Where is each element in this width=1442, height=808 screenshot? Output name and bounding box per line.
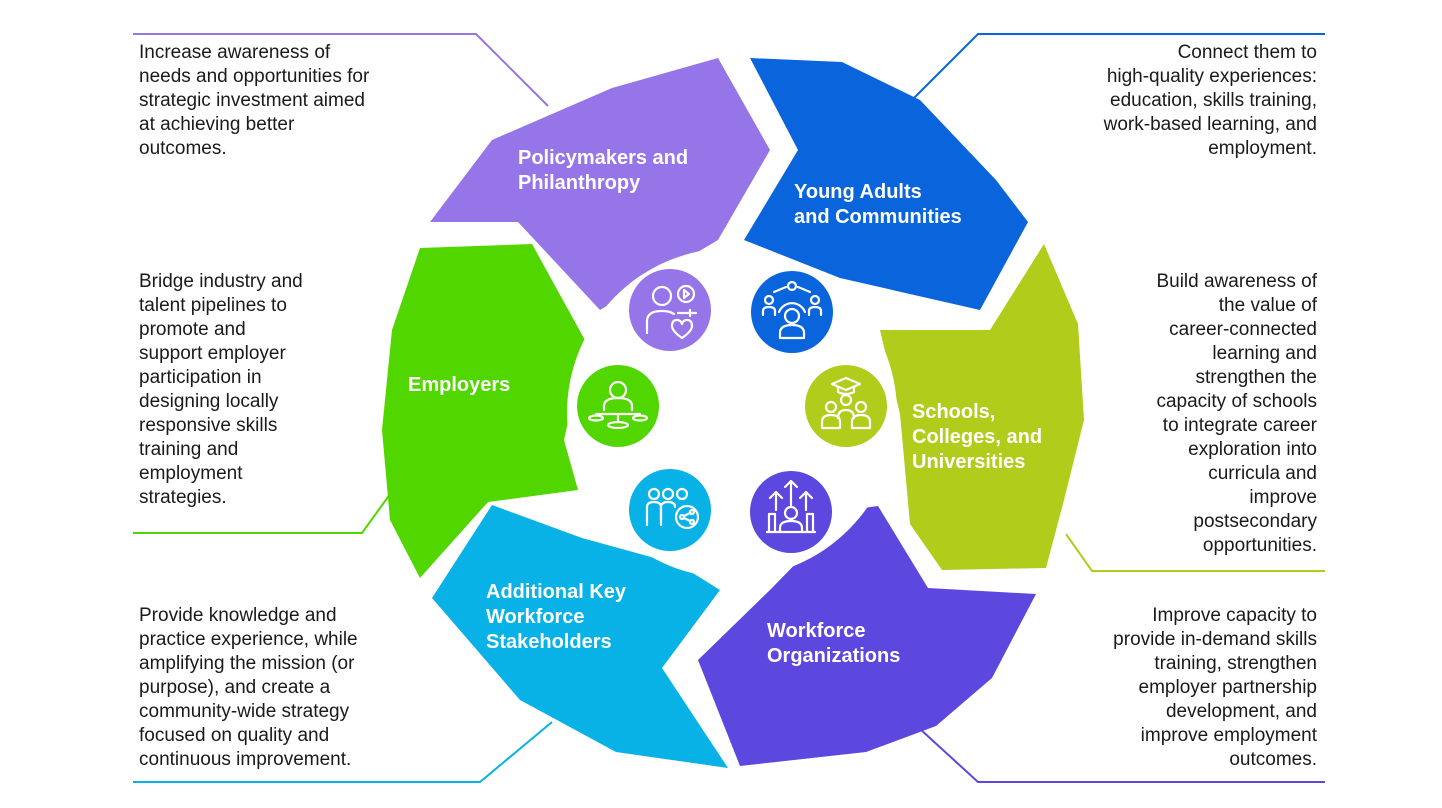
label-workforce-line1: Workforce [767,620,866,642]
label-employers-line1: Employers [408,374,510,396]
label-schools-line2: Colleges, and [912,426,1042,448]
growth-arrows-person-icon [750,471,832,553]
description-young-adults: Connect them to high-quality experiences… [1103,42,1317,159]
community-network-icon [751,271,833,353]
label-schools-line1: Schools, [912,401,995,423]
description-policymakers: Increase awareness of needs and opportun… [139,42,370,159]
connector-young-adults [909,33,1325,103]
graduation-group-icon [805,365,887,447]
person-heart-play-icon [629,269,711,351]
connector-workforce [907,717,1325,783]
label-schools-line3: Universities [912,451,1025,473]
label-young-adults: Young Adults and Communities [794,181,962,228]
description-schools: Build awareness of the value of career-c… [1156,271,1317,556]
description-workforce: Improve capacity to provide in-demand sk… [1113,605,1317,770]
segment-policymakers [430,58,770,310]
segment-additional [432,505,728,768]
segment-employers [382,244,586,578]
label-additional-line3: Stakeholders [486,631,612,653]
label-workforce: Workforce Organizations [767,620,900,667]
label-additional-line2: Workforce [486,606,585,628]
employer-desk-icon [577,365,659,447]
label-additional: Additional Key Workforce Stakeholders [486,581,632,653]
label-workforce-line2: Organizations [767,645,900,667]
segment-schools [880,244,1084,570]
connector-schools [1065,533,1325,572]
people-share-icon [629,469,711,551]
segment-young-adults [744,58,1028,310]
label-additional-line1: Additional Key [486,581,627,603]
connector-policymakers [133,33,549,107]
label-policymakers-line1: Policymakers and [518,147,688,169]
connector-employers [133,489,394,534]
label-schools: Schools, Colleges, and Universities [912,401,1048,473]
label-young-adults-line2: and Communities [794,206,962,228]
segment-workforce [698,506,1036,766]
label-policymakers: Policymakers and Philanthropy [518,147,694,194]
label-employers: Employers [408,374,510,396]
label-young-adults-line1: Young Adults [794,181,922,203]
connector-additional [133,721,553,783]
description-employers: Bridge industry and talent pipelines to … [139,271,303,508]
description-additional: Provide knowledge and practice experienc… [139,605,358,770]
label-policymakers-line2: Philanthropy [518,172,641,194]
